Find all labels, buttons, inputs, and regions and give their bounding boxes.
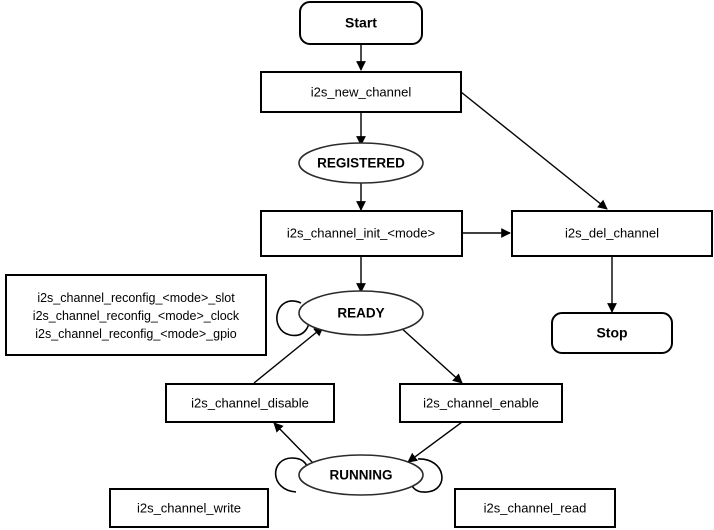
edge-running-to-channel-disable [273,422,315,465]
edge-new-channel-to-del-channel [460,91,608,210]
node-channel-disable[interactable]: i2s_channel_disable [165,383,335,423]
node-registered-label: REGISTERED [317,156,405,171]
node-ready-label: READY [337,306,384,321]
node-channel-enable[interactable]: i2s_channel_enable [399,383,563,423]
edge-channel-disable-to-ready [253,326,324,384]
node-new-channel-label: i2s_new_channel [311,84,412,99]
node-running-label: RUNNING [330,468,393,483]
node-del-channel[interactable]: i2s_del_channel [511,210,713,257]
node-start-label: Start [345,15,377,31]
node-new-channel[interactable]: i2s_new_channel [260,71,462,113]
node-stop-label: Stop [596,325,627,341]
edge-ready-to-channel-enable [398,325,463,384]
node-channel-read[interactable]: i2s_channel_read [454,488,616,528]
reconfig-line-gpio: i2s_channel_reconfig_<mode>_gpio [35,327,237,341]
node-reconfig-box[interactable]: i2s_channel_reconfig_<mode>_slot i2s_cha… [5,274,267,356]
node-channel-read-label: i2s_channel_read [484,500,587,515]
node-stop[interactable]: Stop [551,312,673,354]
node-channel-init-label: i2s_channel_init_<mode> [287,225,435,240]
edge-channel-enable-to-running [407,421,463,463]
reconfig-line-slot: i2s_channel_reconfig_<mode>_slot [37,291,235,305]
node-channel-init[interactable]: i2s_channel_init_<mode> [260,210,463,257]
node-ready-state[interactable]: READY [298,290,424,336]
node-start[interactable]: Start [299,1,423,45]
node-running-state[interactable]: RUNNING [298,454,424,496]
node-channel-write-label: i2s_channel_write [137,500,241,515]
node-del-channel-label: i2s_del_channel [565,225,659,240]
node-registered-state[interactable]: REGISTERED [298,142,424,184]
node-channel-write[interactable]: i2s_channel_write [109,488,269,528]
node-channel-disable-label: i2s_channel_disable [191,395,309,410]
reconfig-line-clock: i2s_channel_reconfig_<mode>_clock [33,309,240,323]
node-channel-enable-label: i2s_channel_enable [423,395,539,410]
